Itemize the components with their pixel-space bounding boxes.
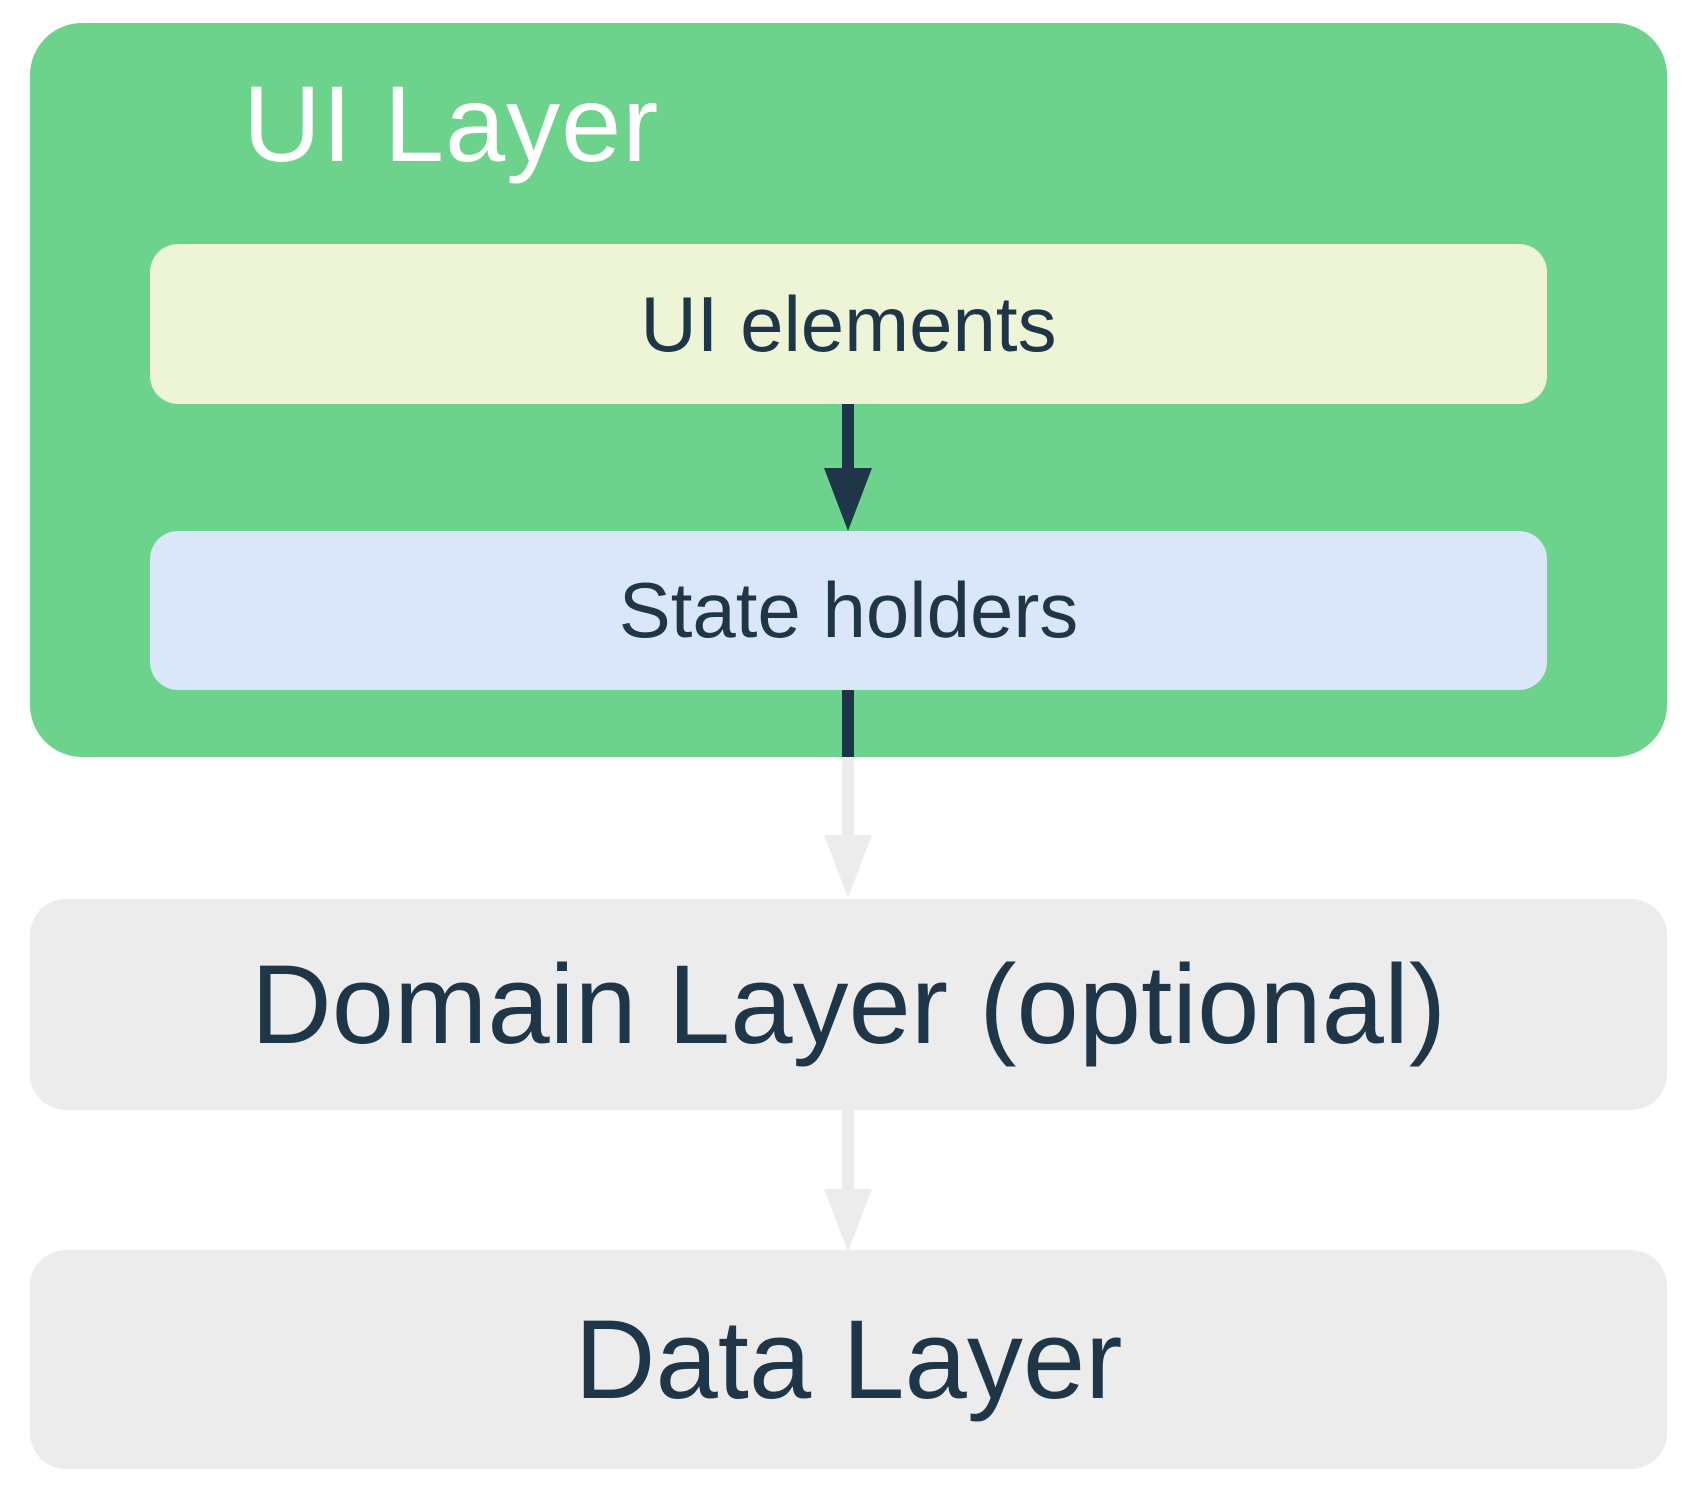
data-layer-box: Data Layer — [30, 1250, 1667, 1469]
ui-elements-box: UI elements — [150, 244, 1547, 404]
arrow-shaft — [842, 757, 854, 836]
ui-layer-title: UI Layer — [243, 63, 660, 184]
domain-layer-box: Domain Layer (optional) — [30, 899, 1667, 1110]
arrow-shaft — [842, 404, 854, 469]
arrow-shaft-dark-segment — [842, 690, 854, 757]
ui-layer-box: UI Layer UI elements State holders — [30, 23, 1667, 757]
state-holders-label: State holders — [618, 566, 1079, 654]
arrow-head — [824, 835, 872, 898]
arrow-head — [824, 468, 872, 531]
domain-layer-label: Domain Layer (optional) — [250, 942, 1447, 1067]
arrow-shaft — [842, 1110, 854, 1190]
state-holders-box: State holders — [150, 531, 1547, 690]
arrow-head — [824, 1189, 872, 1252]
ui-elements-label: UI elements — [640, 279, 1057, 368]
data-layer-label: Data Layer — [574, 1297, 1123, 1422]
